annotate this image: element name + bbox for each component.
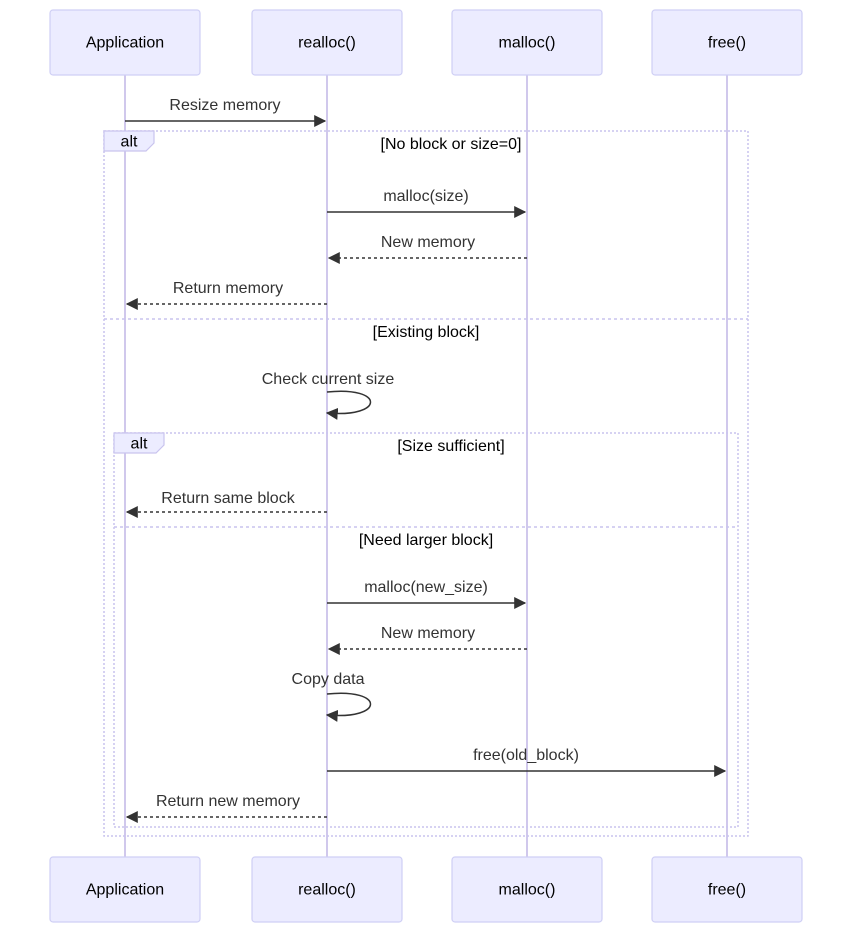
alt-tab-label: alt [121,134,138,151]
message-label: New memory [381,625,475,642]
alt-condition-need-larger: [Need larger block] [359,532,493,549]
message-label: free(old_block) [473,747,579,764]
message-label: Copy data [292,671,365,688]
alt-tab-outer [103,130,155,152]
participant-label-malloc: malloc() [499,882,556,899]
alt-tab-inner [113,432,165,454]
self-message-arrow [325,692,371,722]
participant-label-free: free() [708,882,746,899]
message-label: Return memory [173,280,283,297]
participant-box-application [49,9,201,76]
message-label: malloc(new_size) [364,579,488,596]
alt-frame-outer [103,130,749,837]
message-label: malloc(size) [383,188,468,205]
participant-box-free [651,9,803,76]
participant-label-application: Application [86,35,164,52]
alt-condition-existing-block: [Existing block] [373,324,480,341]
self-message-arrow [325,390,371,420]
message-label: New memory [381,234,475,251]
alt-condition-size-sufficient: [Size sufficient] [397,438,504,455]
participants-bottom: Application realloc() malloc() free() [49,856,803,923]
participant-box-malloc [451,9,603,76]
message-label: Return new memory [156,793,300,810]
participant-box-application [49,856,201,923]
messages: Resize memory malloc(size) New memory Re… [125,97,727,823]
participant-box-realloc [251,856,403,923]
message-label: Return same block [161,490,295,507]
alt-fragment-inner: alt [Size sufficient] [Need larger block… [113,432,739,828]
message-label: Check current size [262,371,395,388]
participant-label-realloc: realloc() [298,35,356,52]
alt-condition-no-block: [No block or size=0] [381,136,522,153]
lifelines [124,75,728,857]
participant-box-free [651,856,803,923]
participant-box-realloc [251,9,403,76]
participant-label-realloc: realloc() [298,882,356,899]
participant-label-application: Application [86,882,164,899]
alt-frame-inner [113,432,739,828]
alt-fragment-outer: alt [No block or size=0] [Existing block… [103,130,749,837]
participants-top: Application realloc() malloc() free() [49,9,803,76]
participant-label-malloc: malloc() [499,35,556,52]
alt-tab-label: alt [131,436,148,453]
message-label: Resize memory [169,97,280,114]
participant-box-malloc [451,856,603,923]
participant-label-free: free() [708,35,746,52]
